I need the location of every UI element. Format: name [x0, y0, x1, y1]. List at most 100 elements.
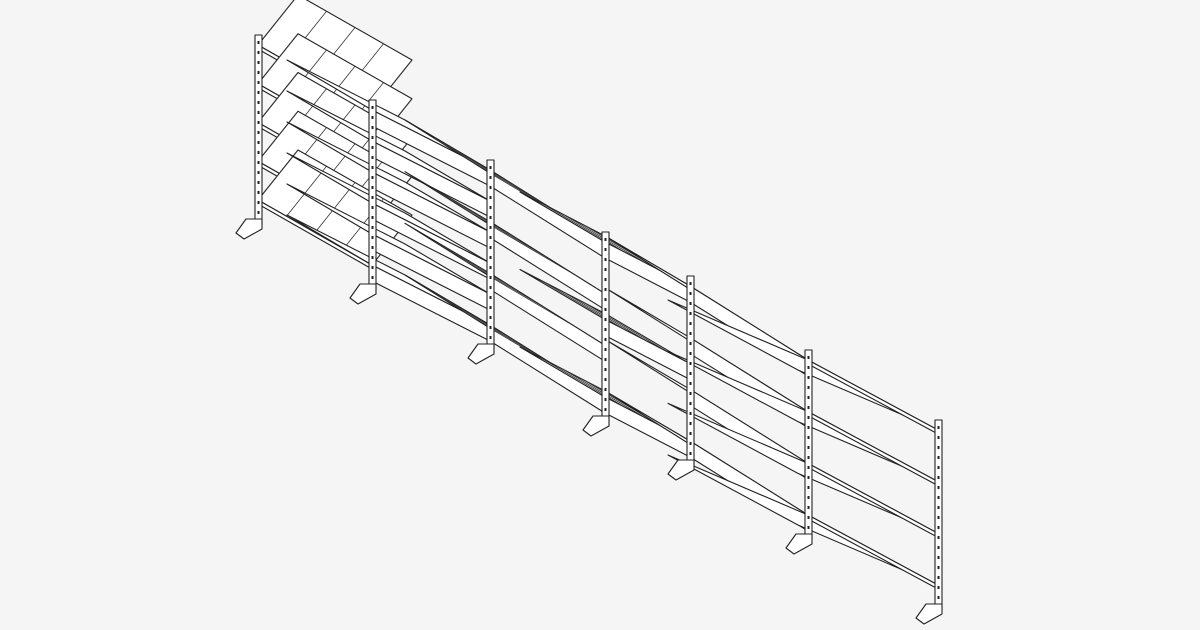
upright-slot [371, 216, 374, 219]
upright-slot [807, 416, 810, 419]
upright-slot [489, 246, 492, 249]
upright-slot [689, 312, 692, 315]
upright-slot [371, 266, 374, 269]
upright-slot [807, 366, 810, 369]
upright-slot [937, 426, 940, 429]
upright-slot [689, 432, 692, 435]
upright-slot [489, 236, 492, 239]
upright-slot [257, 121, 260, 124]
upright-slot [937, 486, 940, 489]
upright-slot [604, 318, 607, 321]
upright-slot [257, 101, 260, 104]
upright-slot [604, 328, 607, 331]
upright-slot [604, 248, 607, 251]
upright-slot [257, 171, 260, 174]
upright-slot [489, 166, 492, 169]
upright-slot [257, 51, 260, 54]
upright-slot [807, 526, 810, 529]
upright-slot [937, 446, 940, 449]
upright-slot [604, 388, 607, 391]
upright-slot [689, 382, 692, 385]
upright-slot [371, 186, 374, 189]
upright-slot [689, 372, 692, 375]
upright-slot [604, 378, 607, 381]
tray-divider [462, 258, 548, 310]
tray-divider [491, 276, 577, 328]
upright-slot [604, 368, 607, 371]
upright-slot [489, 306, 492, 309]
upright-slot [604, 398, 607, 401]
upright-slot [937, 556, 940, 559]
upright-slot [257, 111, 260, 114]
upright-slot [489, 326, 492, 329]
tray-divider [583, 302, 669, 353]
upright-slot [604, 338, 607, 341]
tray-divider [462, 207, 548, 259]
upright-slot [371, 156, 374, 159]
upright-slot [937, 506, 940, 509]
upright-slot [807, 436, 810, 439]
upright-slot [489, 296, 492, 299]
upright-slot [937, 476, 940, 479]
upright-slot [257, 61, 260, 64]
upright-slot [257, 161, 260, 164]
upright-slot [371, 126, 374, 129]
cantilever-arm [314, 182, 356, 233]
upright-slot [257, 41, 260, 44]
upright-slot [371, 196, 374, 199]
upright-slot [257, 151, 260, 154]
upright-slot [489, 176, 492, 179]
upright-slot [371, 206, 374, 209]
upright-slot [689, 392, 692, 395]
upright-slot [489, 266, 492, 269]
upright-slot [489, 206, 492, 209]
upright-slot [489, 226, 492, 229]
upright-slot [807, 516, 810, 519]
upright-slot [371, 226, 374, 229]
shelf-front-lip [604, 318, 691, 381]
tray-divider [433, 189, 519, 241]
upright-slot [937, 566, 940, 569]
upright-slot [257, 131, 260, 134]
upright-slot [489, 316, 492, 319]
upright-slot [604, 298, 607, 301]
upright-foot [915, 603, 943, 625]
upright-slot [937, 466, 940, 469]
upright-slot [257, 71, 260, 74]
upright-slot [489, 336, 492, 339]
upright-slot [689, 302, 692, 305]
upright-slot [937, 496, 940, 499]
upright-slot [371, 276, 374, 279]
upright-foot [667, 459, 695, 481]
upright-slot [371, 106, 374, 109]
upright-slot [604, 358, 607, 361]
shelf-front-lip [604, 241, 691, 303]
tray-divider [462, 155, 548, 207]
upright-slot [937, 456, 940, 459]
upright-slot [807, 406, 810, 409]
cantilever-arm [257, 111, 299, 162]
cantilever-arm [286, 166, 327, 217]
upright-slot [689, 282, 692, 285]
upright-slot [257, 91, 260, 94]
upright-slot [807, 386, 810, 389]
upright-slot [689, 412, 692, 415]
upright-slot [937, 436, 940, 439]
upright-slot [807, 476, 810, 479]
upright-slot [807, 446, 810, 449]
upright-slot [807, 506, 810, 509]
upright-slot [257, 201, 260, 204]
upright-slot [807, 486, 810, 489]
cantilever-arm [257, 33, 299, 84]
upright-slot [371, 116, 374, 119]
upright-slot [489, 286, 492, 289]
upright-slot [604, 288, 607, 291]
upright-slot [937, 526, 940, 529]
upright-slot [489, 256, 492, 259]
upright-slot [807, 426, 810, 429]
upright-slot [604, 308, 607, 311]
upright-slot [937, 596, 940, 599]
upright-foot [349, 283, 377, 305]
upright-slot [689, 292, 692, 295]
